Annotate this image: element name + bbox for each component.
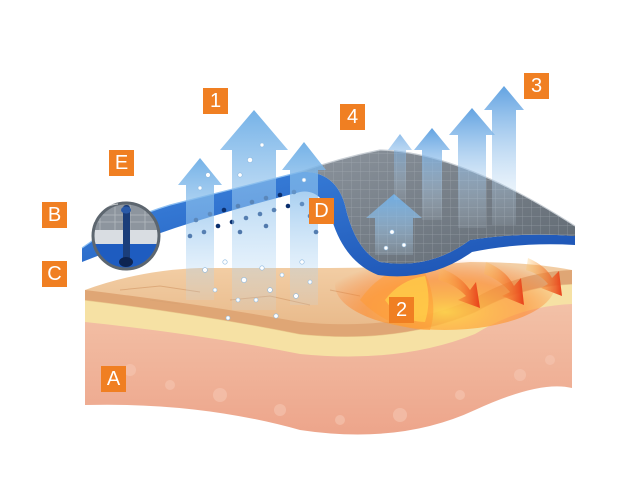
label-3: 3	[524, 73, 549, 99]
label-b: B	[42, 202, 67, 228]
label-1: 1	[203, 88, 228, 114]
label-4: 4	[340, 104, 365, 130]
label-d: D	[309, 198, 334, 224]
label-c: C	[42, 261, 67, 287]
label-e: E	[109, 150, 134, 176]
label-2: 2	[389, 297, 414, 323]
label-a: A	[101, 366, 126, 392]
